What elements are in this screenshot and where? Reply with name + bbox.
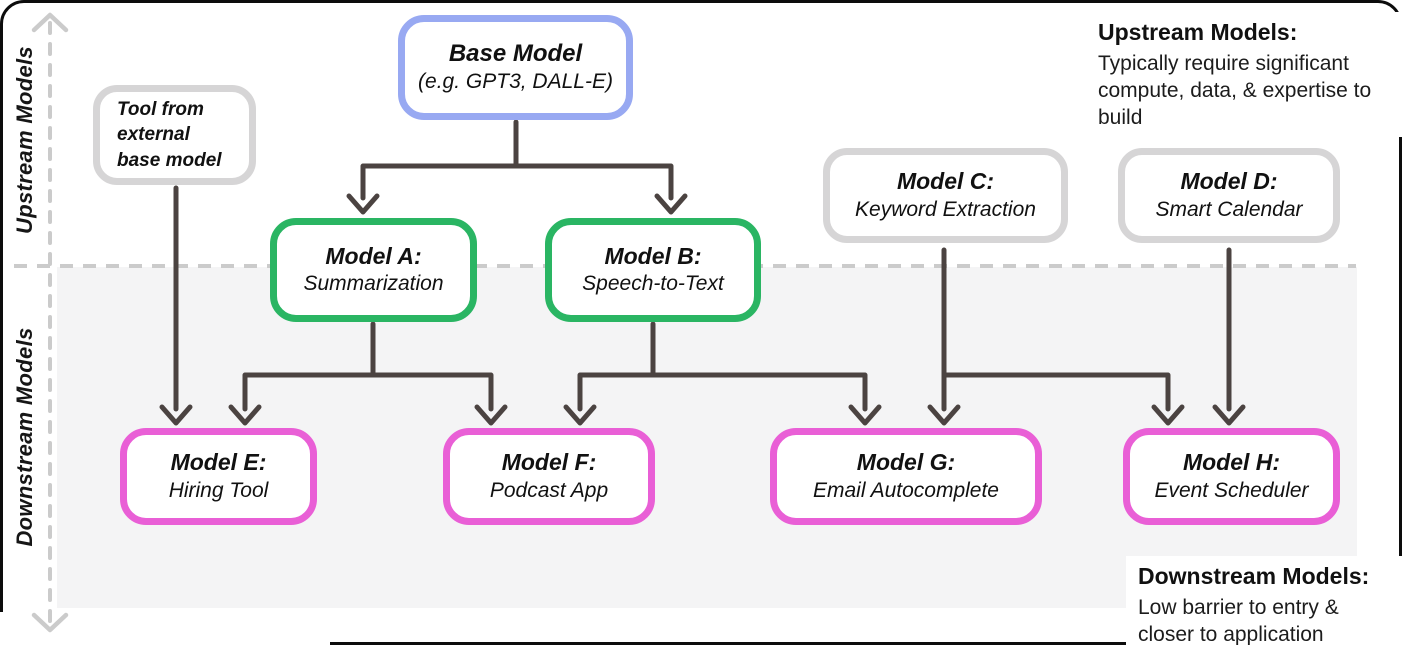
- node-title: Model E:: [170, 449, 267, 476]
- annotation-body: Typically require significant compute, d…: [1098, 51, 1372, 130]
- node-model-d: Model D: Smart Calendar: [1118, 148, 1340, 243]
- downstream-axis-label: Downstream Models: [12, 327, 37, 547]
- node-subtitle: Hiring Tool: [168, 478, 269, 502]
- node-title: Base Model: [448, 39, 583, 67]
- node-model-f: Model F: Podcast App: [443, 428, 655, 525]
- node-model-e: Model E: Hiring Tool: [120, 428, 317, 525]
- node-model-h: Model H: Event Scheduler: [1123, 428, 1340, 525]
- node-subtitle: Event Scheduler: [1154, 478, 1309, 502]
- node-subtitle: Keyword Extraction: [855, 197, 1036, 221]
- node-title: Model A:: [325, 242, 422, 269]
- annotation-heading: Downstream Models:: [1138, 563, 1370, 589]
- node-subtitle: Summarization: [303, 272, 444, 296]
- arrow-model-a-to-e-and-f: [228, 321, 508, 426]
- axis-down-chevron-icon: [31, 612, 69, 633]
- downstream-annotation: Downstream Models: Low barrier to entry …: [1126, 556, 1402, 645]
- vertical-axis-dashed-arrow: [31, 12, 69, 633]
- node-title: Model G:: [856, 449, 956, 476]
- node-subtitle: (e.g. GPT3, DALL-E): [418, 70, 613, 94]
- arrow-base-to-model-a-and-b: [346, 119, 688, 215]
- arrow-model-c-to-g-and-h: [927, 247, 1185, 426]
- annotation-heading: Upstream Models:: [1098, 19, 1298, 45]
- node-model-a: Model A: Summarization: [270, 218, 477, 322]
- upstream-axis-label: Upstream Models: [12, 46, 37, 234]
- node-base-model: Base Model (e.g. GPT3, DALL-E): [398, 15, 633, 120]
- node-subtitle: Speech-to-Text: [582, 272, 724, 296]
- axis-up-chevron-icon: [31, 12, 69, 33]
- node-subtitle: Smart Calendar: [1155, 197, 1303, 221]
- node-model-c: Model C: Keyword Extraction: [823, 148, 1068, 243]
- upstream-annotation: Upstream Models: Typically require signi…: [1088, 12, 1402, 137]
- node-title: Model D:: [1180, 168, 1278, 195]
- node-title: Model C:: [896, 168, 995, 195]
- arrow-model-b-to-f-and-g: [563, 321, 882, 426]
- node-model-g: Model G: Email Autocomplete: [770, 428, 1042, 525]
- frame-cover-patch: [0, 612, 330, 645]
- arrow-model-d-to-h: [1212, 247, 1246, 426]
- node-title: Tool from external base model: [117, 99, 222, 171]
- node-title: Model H:: [1182, 449, 1281, 476]
- node-external-tool: Tool from external base model: [93, 85, 256, 185]
- annotation-body: Low barrier to entry & closer to applica…: [1138, 595, 1339, 645]
- arrow-external-tool-to-model-e: [159, 185, 193, 426]
- node-title: Model F:: [501, 449, 597, 476]
- node-model-b: Model B: Speech-to-Text: [545, 218, 761, 322]
- node-subtitle: Podcast App: [489, 478, 609, 502]
- node-subtitle: Email Autocomplete: [813, 478, 999, 502]
- node-title: Model B:: [604, 242, 702, 269]
